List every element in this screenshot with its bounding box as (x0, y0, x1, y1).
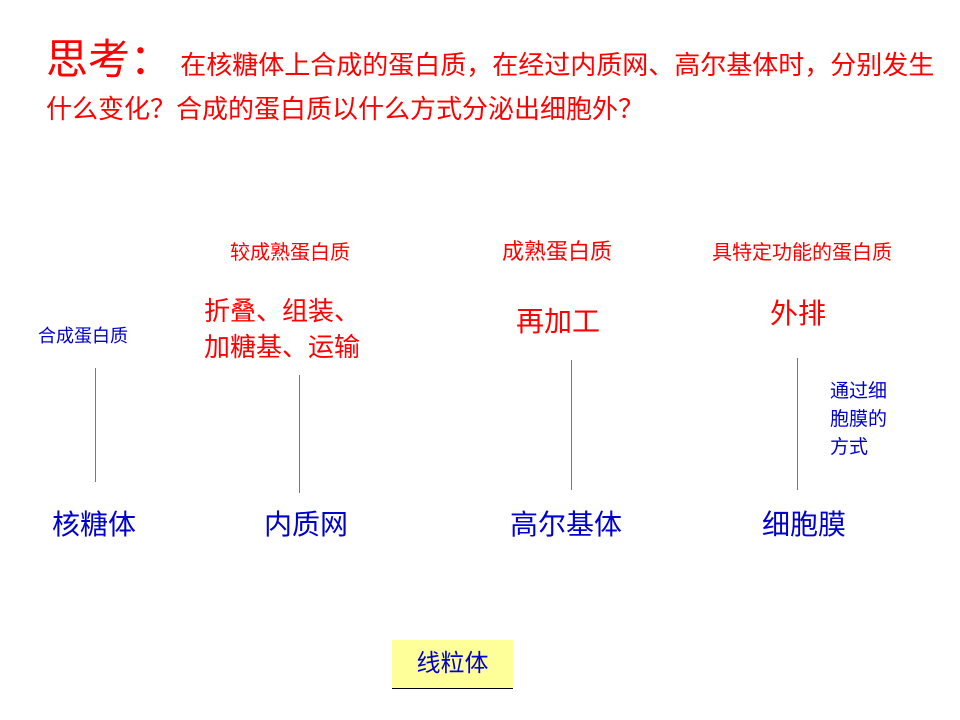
membrane-method-line3: 方式 (830, 436, 869, 458)
action-golgi: 再加工 (516, 305, 601, 338)
action-er: 折叠、组装、 加糖基、运输 (204, 294, 360, 366)
mitochondria-box: 线粒体 (392, 640, 513, 689)
connector-membrane (797, 358, 798, 490)
product-er: 较成熟蛋白质 (230, 240, 350, 264)
product-golgi: 成熟蛋白质 (502, 240, 613, 265)
connector-er (299, 375, 300, 493)
question-text: 思考： 在核糖体上合成的蛋白质，在经过内质网、高尔基体时，分别发生什么变化？合成… (46, 38, 936, 132)
action-er-line2: 加糖基、运输 (204, 333, 361, 363)
organelle-golgi: 高尔基体 (510, 508, 623, 541)
question-label: 思考： (46, 35, 173, 84)
product-membrane: 具特定功能的蛋白质 (712, 240, 892, 264)
action-er-line1: 折叠、组装、 (204, 297, 361, 327)
membrane-method-note: 通过细 胞膜的 方式 (830, 377, 887, 461)
membrane-method-line1: 通过细 (830, 380, 888, 402)
organelle-er: 内质网 (264, 508, 349, 541)
connector-ribosome (95, 368, 96, 482)
action-ribosome: 合成蛋白质 (38, 326, 128, 347)
membrane-method-line2: 胞膜的 (830, 408, 888, 430)
question-body: 在核糖体上合成的蛋白质，在经过内质网、高尔基体时，分别发生什么变化？合成的蛋白质… (46, 51, 935, 125)
organelle-membrane: 细胞膜 (762, 508, 847, 541)
organelle-ribosome: 核糖体 (52, 508, 137, 541)
action-membrane: 外排 (770, 297, 827, 330)
connector-golgi (571, 360, 572, 490)
